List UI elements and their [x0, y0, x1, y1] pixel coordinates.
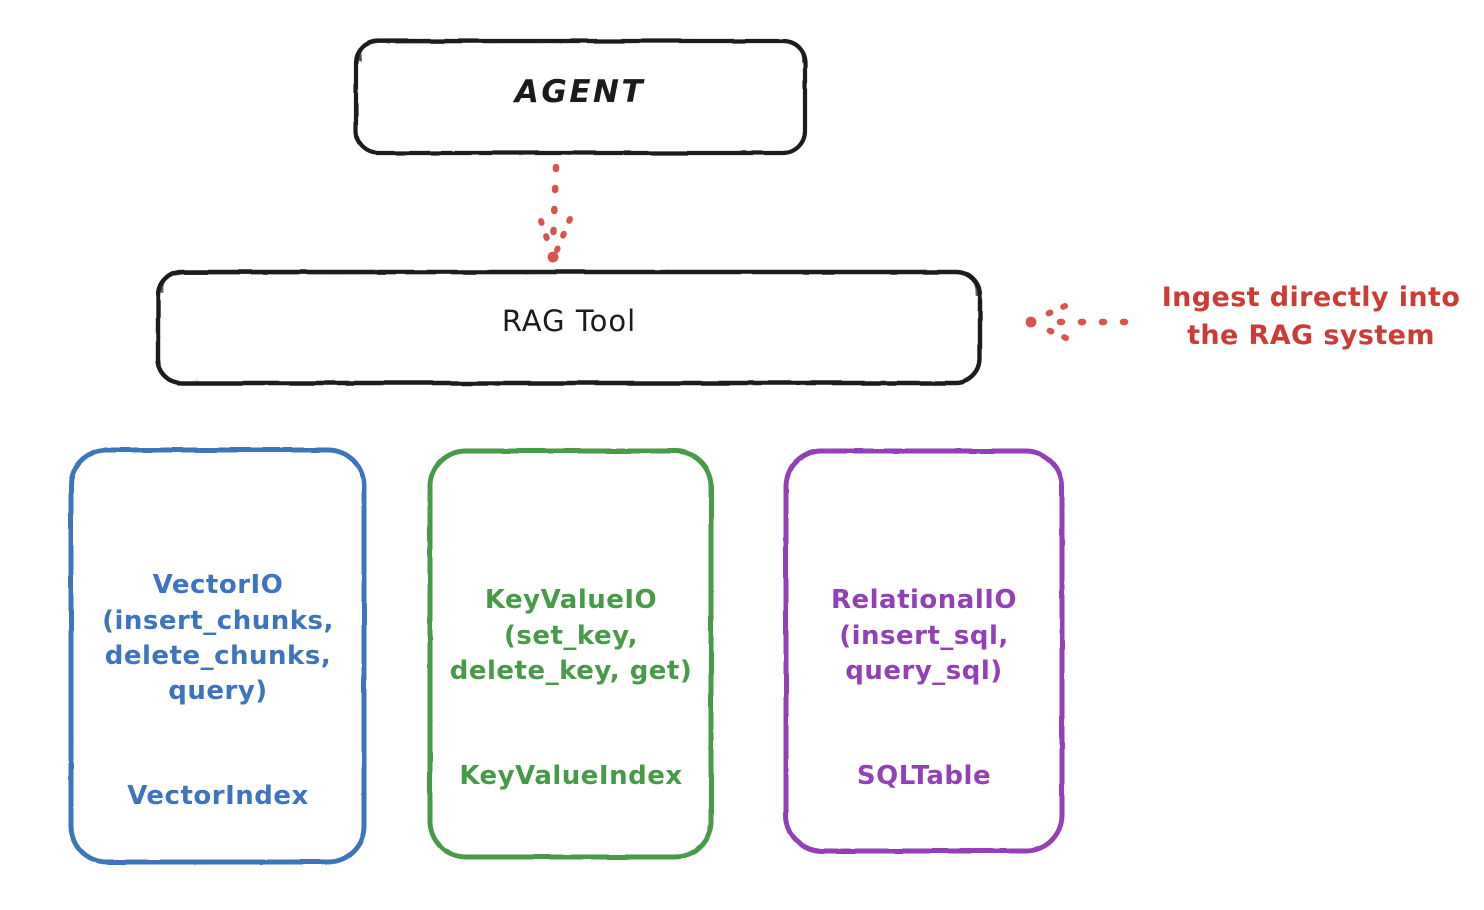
ingest-annotation-text: Ingest directly into the RAG system: [1161, 282, 1461, 352]
keyvalue-store-label: KeyValueIO (set_key, delete_key, get) Ke…: [430, 548, 712, 830]
agent-to-ragtool-arrow: [538, 163, 573, 263]
relational-store-label: RelationalIO (insert_sql, query_sql) SQL…: [786, 548, 1062, 830]
relational-store-api-label: RelationalIO (insert_sql, query_sql): [830, 585, 1018, 687]
keyvalue-store-api-label: KeyValueIO (set_key, delete_key, get): [449, 585, 693, 687]
agent-node-label: AGENT: [514, 74, 646, 110]
relational-store-index-label: SQLTable: [856, 760, 992, 791]
ingest-annotation-arrow: [1025, 303, 1129, 341]
keyvalue-store-index-label: KeyValueIndex: [459, 760, 683, 791]
vector-store-label: VectorIO (insert_chunks, delete_chunks, …: [72, 533, 364, 850]
vector-store-api-label: VectorIO (insert_chunks, delete_chunks, …: [102, 570, 334, 707]
vector-store-index-label: VectorIndex: [127, 781, 309, 812]
rag-tool-node-label: RAG Tool: [501, 304, 637, 338]
